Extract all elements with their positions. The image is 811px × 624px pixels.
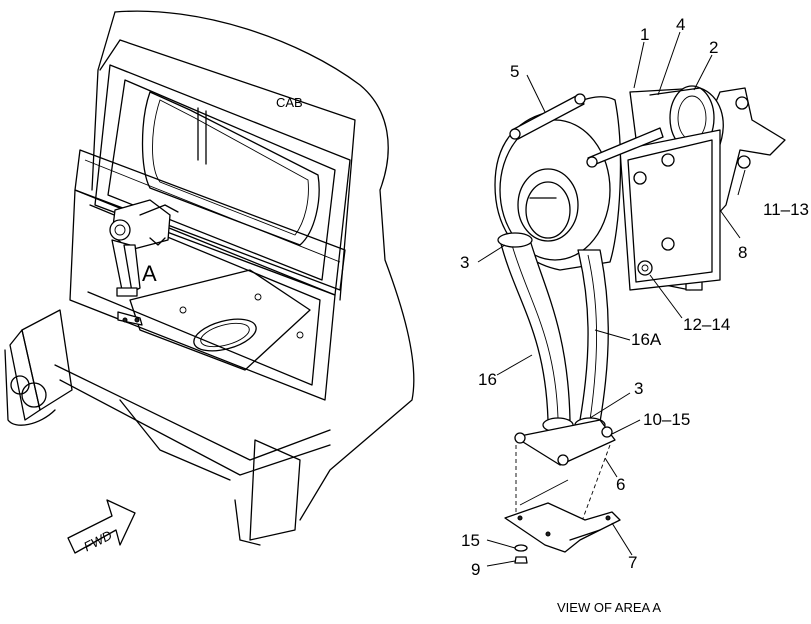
callout-5: 5 [510,62,519,81]
callout-3-top: 3 [460,253,469,272]
callout-7: 7 [628,553,637,572]
callout-4: 4 [676,15,685,34]
view-caption: VIEW OF AREA A [557,600,661,615]
callout-9: 9 [471,560,480,579]
callout-2: 2 [709,38,718,57]
washer-15 [514,544,528,552]
callout-16: 16 [478,370,497,389]
callout-15: 15 [461,531,480,550]
nut-9 [514,556,528,564]
base-plate-6 [514,419,616,466]
callout-16a: 16A [631,330,662,349]
callout-11-13: 11–13 [763,200,809,219]
callout-10-15: 10–15 [643,410,690,429]
bracket-7 [504,502,621,553]
area-a-label: A [142,261,157,286]
callout-1: 1 [640,25,649,44]
hose-16 [499,239,571,421]
cab-overview: CAB A FWD [4,10,415,554]
cab-label: CAB [276,95,303,110]
callout-3-bottom: 3 [634,379,643,398]
heater-unit-small [109,199,179,326]
callout-8: 8 [738,243,747,262]
callout-6: 6 [616,475,625,494]
callout-12-14: 12–14 [683,315,730,334]
fwd-arrow-icon: FWD [67,499,136,554]
area-a-detail: 1 4 2 5 3 11–13 8 12–14 16A 16 3 10–15 6… [460,15,809,615]
